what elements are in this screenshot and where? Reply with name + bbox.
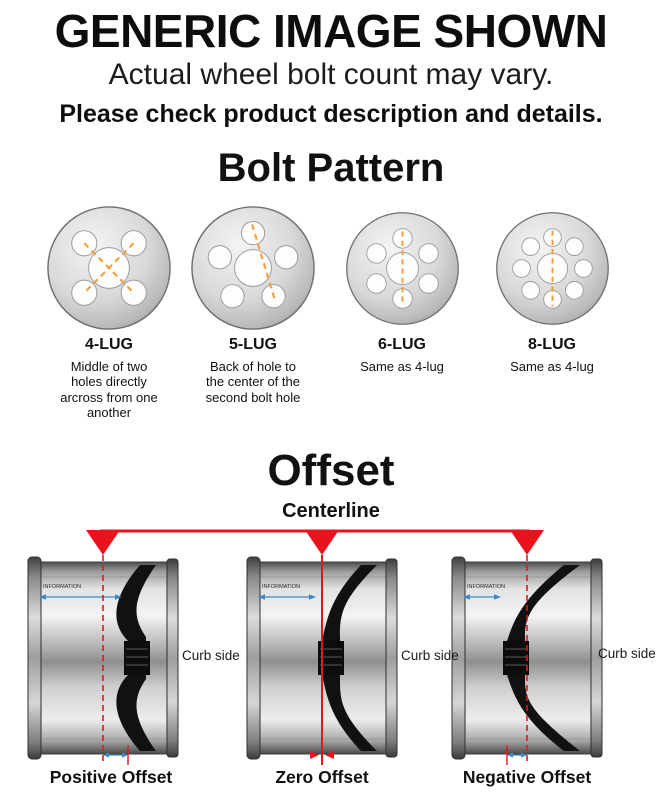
arrowhead-icon [463,594,470,600]
lug-hole [520,280,540,300]
hub-block [503,641,529,675]
spoke-profile [322,565,377,751]
wheel-cross-section-negative: INFORMATION [451,555,603,765]
wheel-cross-section-positive: INFORMATION [27,555,179,765]
arrowhead-icon [309,594,316,600]
hub-block [124,641,150,675]
rim-watermark: INFORMATION [467,584,505,590]
bolt-pattern-row: 4-LUG Middle of two holes directly arcro… [0,204,662,420]
negative-offset-label: Negative Offset [462,767,592,787]
offset-title: Offset [267,446,395,495]
arrowhead-icon [325,751,334,759]
page-subtitle: Actual wheel bolt count may vary. [108,58,554,91]
bolt-pattern-title: Bolt Pattern [217,146,445,190]
lug-hole [120,279,147,306]
lug-figure-6: 6-LUG Same as 4-lug [328,204,476,420]
curb-side-label: Curb side [182,648,240,663]
page-title: GENERIC IMAGE SHOWN [54,5,608,57]
measure-dash-line [251,224,276,299]
lug-hole [573,258,593,278]
lug-figure-8: 8-LUG Same as 4-lug [482,204,622,420]
lug-hole [417,272,439,294]
positive-offset-label: Positive Offset [49,767,173,787]
centerline-marker-icon [86,530,120,555]
lug-6-description: Same as 4-lug [360,359,444,374]
rim-flange-left [451,556,466,760]
lug-hole [71,279,98,306]
arrowhead-icon [122,752,128,758]
offset-diagram: INFORMATION INFORMATION [27,529,603,765]
lug-5-description: Back of hole to the center of the second… [205,359,301,405]
rim-flange-left [246,556,261,760]
measure-dash-line [83,242,135,294]
spoke-profile [507,565,580,751]
lug-5-label: 5-LUG [229,336,277,353]
lug-8-label: 8-LUG [528,336,576,353]
lug-figure-4: 4-LUG Middle of two holes directly arcro… [40,204,178,420]
lug-4-diagram-icon [47,206,171,330]
lug-4-description: Middle of two holes directly arcross fro… [60,359,158,420]
curb-side-label: Curb side [401,648,459,663]
arrowhead-icon [521,752,527,758]
arrowhead-icon [507,752,513,758]
arrowhead-icon [310,751,319,759]
lug-hole [365,272,387,294]
lug-hole [240,220,266,246]
lug-hole [391,227,413,249]
lug-hole [564,236,584,256]
lug-hole [564,280,584,300]
arrowhead-icon [115,594,122,600]
zero-offset-label: Zero Offset [275,767,369,787]
lug-6-diagram-icon [345,211,459,325]
page-note: Please check product description and det… [59,100,603,128]
arrowhead-icon [494,594,501,600]
lug-hole [274,245,299,270]
lug-5-diagram-icon [191,206,315,330]
arrowhead-icon [258,594,265,600]
rim-flange-right [590,558,603,758]
rim-flange-left [27,556,42,760]
rim-watermark: INFORMATION [43,584,81,590]
lug-hole [520,236,540,256]
wheel-cross-section-zero: INFORMATION [246,555,398,765]
lug-hole [417,242,439,264]
lug-8-diagram-icon [495,211,609,325]
lug-hole [365,242,387,264]
lug-8-description: Same as 4-lug [510,359,594,374]
lug-hole [207,245,232,270]
lug-hole [220,284,245,309]
rim-flange-right [385,558,398,758]
lug-4-label: 4-LUG [85,336,133,353]
centerline-marker-icon [510,530,544,555]
lug-hole [542,227,562,247]
centerline-marker-icon [305,530,339,555]
curb-side-label: Curb side [598,646,656,661]
rim-watermark: INFORMATION [262,584,300,590]
arrowhead-icon [39,594,46,600]
lug-6-label: 6-LUG [378,336,426,353]
lug-figure-5: 5-LUG Back of hole to the center of the … [184,204,322,420]
lug-hole [511,258,531,278]
rim-flange-right [166,558,179,758]
centerline-label: Centerline [282,500,380,522]
arrowhead-icon [103,752,109,758]
